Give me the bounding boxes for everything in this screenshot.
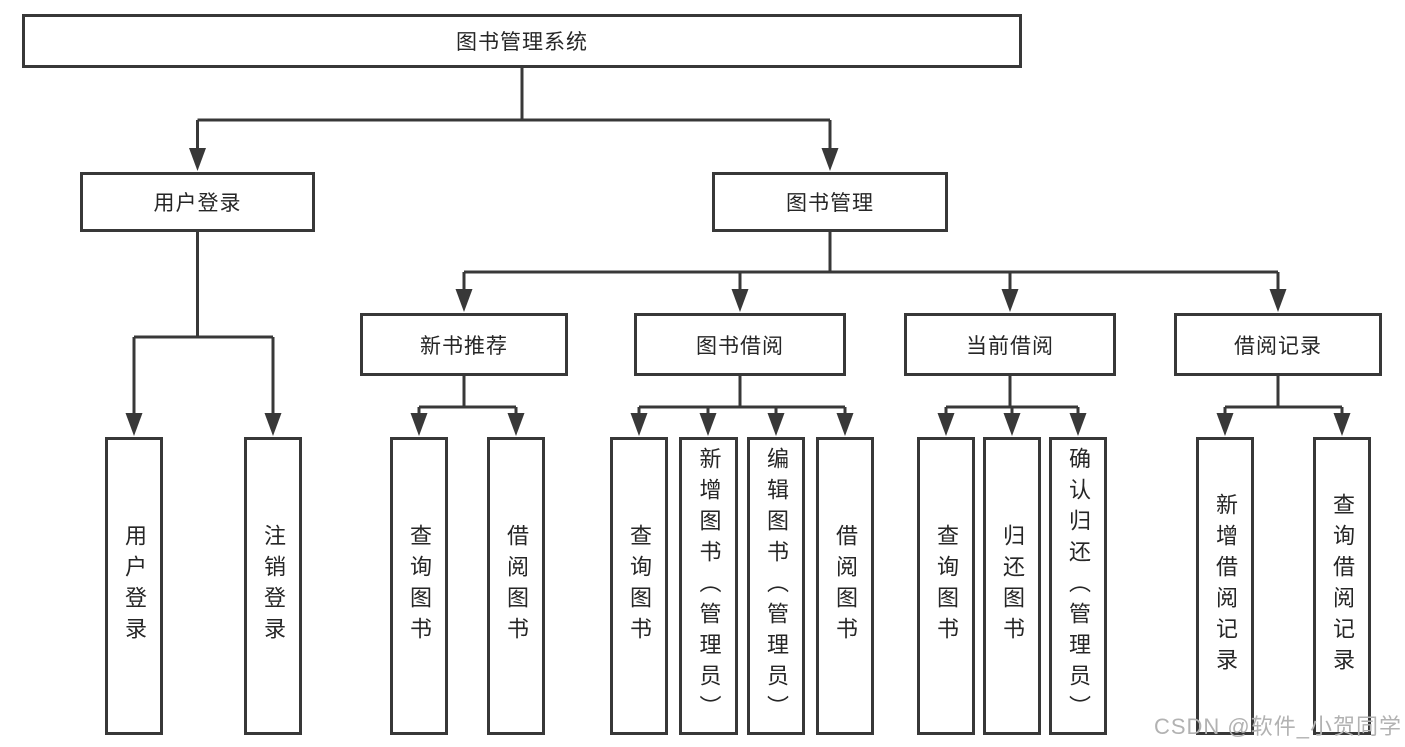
leaf-add-borrow-record: 新增借阅记录 — [1196, 437, 1254, 735]
leaf-confirm-return-admin: 确认归还（管理员） — [1049, 437, 1107, 735]
leaf-return-books: 归还图书 — [983, 437, 1041, 735]
arrowhead — [1069, 413, 1087, 436]
leaf-label: 新增借阅记录 — [1213, 493, 1238, 679]
leaf-label: 查询图书 — [407, 524, 432, 648]
leaf-user-login: 用户登录 — [105, 437, 163, 735]
leaf-label: 归还图书 — [1000, 524, 1025, 648]
arrowhead — [1216, 413, 1234, 436]
connector-book-borrow-children — [637, 376, 847, 416]
arrowhead — [821, 148, 839, 171]
node-user-login-label: 用户登录 — [153, 192, 242, 215]
arrowhead — [836, 413, 854, 436]
leaf-label: 查询借阅记录 — [1330, 493, 1355, 679]
node-book-borrow: 图书借阅 — [634, 313, 846, 376]
connector-book-management-children — [462, 232, 1280, 292]
connector-borrow-record-children — [1223, 376, 1344, 416]
arrowhead — [455, 289, 473, 312]
node-current-borrow: 当前借阅 — [904, 313, 1116, 376]
leaf-label: 注销登录 — [261, 524, 286, 648]
leaf-label: 新增图书（管理员） — [696, 446, 722, 726]
leaf-query-books-current: 查询图书 — [917, 437, 975, 735]
leaf-query-books-recommend: 查询图书 — [390, 437, 448, 735]
leaf-borrow-books: 借阅图书 — [816, 437, 874, 735]
arrowhead — [507, 413, 525, 436]
arrowhead — [731, 289, 749, 312]
node-user-login: 用户登录 — [80, 172, 315, 232]
node-borrow-record: 借阅记录 — [1174, 313, 1382, 376]
leaf-edit-book-admin: 编辑图书（管理员） — [747, 437, 805, 735]
connector-new-book-recommend-children — [417, 376, 518, 416]
arrowhead — [1269, 289, 1287, 312]
node-book-management-label: 图书管理 — [786, 192, 874, 215]
leaf-label: 编辑图书（管理员） — [764, 446, 789, 726]
leaf-logout: 注销登录 — [244, 437, 302, 735]
arrowhead — [767, 413, 785, 436]
leaf-query-borrow-record: 查询借阅记录 — [1313, 437, 1371, 735]
arrowhead — [1001, 289, 1019, 312]
connector-root-to-level2 — [196, 68, 832, 152]
node-root: 图书管理系统 — [22, 14, 1022, 68]
leaf-label: 用户登录 — [122, 524, 147, 648]
arrowhead — [410, 413, 428, 436]
watermark: CSDN @软件_小贺同学 — [1153, 714, 1402, 739]
arrowhead — [699, 413, 717, 436]
leaf-label: 查询图书 — [627, 524, 652, 648]
node-borrow-record-label: 借阅记录 — [1234, 334, 1322, 358]
node-root-label: 图书管理系统 — [456, 31, 588, 54]
connector-current-borrow-children — [944, 376, 1080, 416]
arrowhead — [189, 148, 206, 171]
leaf-label: 确认归还（管理员） — [1066, 446, 1091, 726]
node-book-borrow-label: 图书借阅 — [696, 334, 784, 358]
leaf-label: 查询图书 — [934, 524, 959, 648]
arrowhead — [264, 413, 282, 436]
arrowhead — [125, 413, 143, 436]
arrowhead — [1003, 413, 1021, 436]
leaf-borrow-books-recommend: 借阅图书 — [487, 437, 545, 735]
arrowhead — [937, 413, 955, 436]
node-book-management: 图书管理 — [712, 172, 948, 232]
node-current-borrow-label: 当前借阅 — [966, 334, 1054, 358]
leaf-label: 借阅图书 — [504, 524, 529, 648]
node-new-book-recommend: 新书推荐 — [360, 313, 568, 376]
leaf-label: 借阅图书 — [833, 524, 858, 648]
node-new-book-recommend-label: 新书推荐 — [420, 334, 508, 358]
arrowhead — [1333, 413, 1351, 436]
leaf-query-books-borrow: 查询图书 — [610, 437, 668, 735]
leaf-add-book-admin: 新增图书（管理员） — [679, 437, 738, 735]
connector-user-login-children — [132, 232, 275, 416]
arrowhead — [630, 413, 648, 436]
